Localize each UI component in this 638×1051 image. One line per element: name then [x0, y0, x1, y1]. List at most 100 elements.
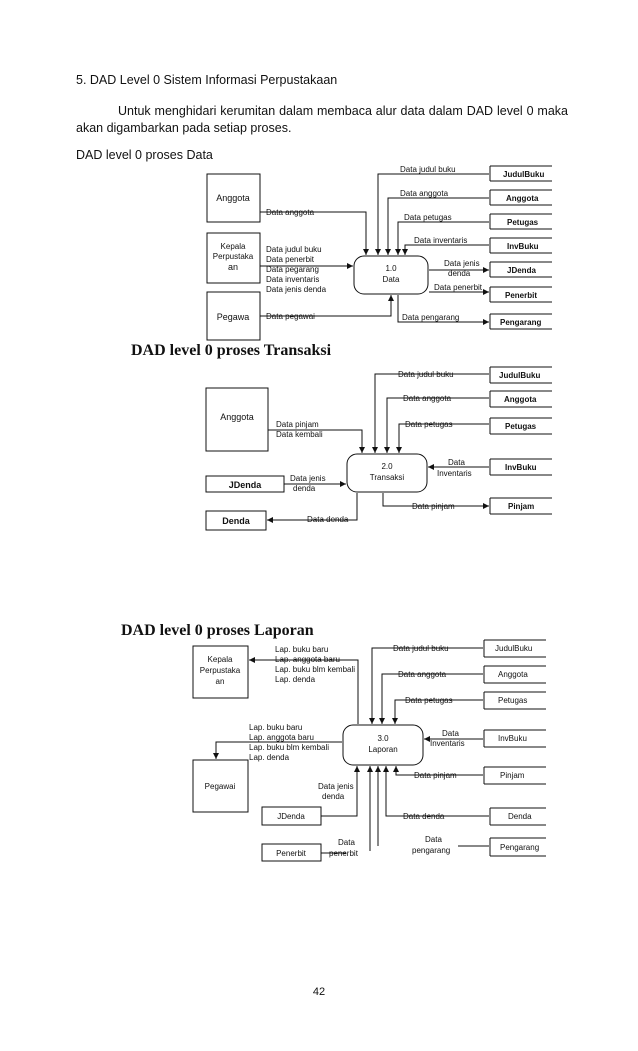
- d2-flow-anggota-2: Data kembali: [276, 430, 323, 439]
- d1-flow-petugas: Data petugas: [404, 213, 452, 222]
- d3-flow-pegawai-4: Lap. denda: [249, 753, 290, 762]
- d2-flow-anggota-s: Data anggota: [403, 394, 452, 403]
- d3-flow-denda: Data denda: [403, 812, 445, 821]
- d3-process-num: 3.0: [377, 734, 389, 743]
- d2-store-judulbuku: JudulBuku: [499, 371, 540, 380]
- diagram-labels: Anggota Kepala Perpustaka an Pegawa 1.0 …: [200, 165, 545, 858]
- store-pinjam-2: [489, 497, 552, 515]
- d2-flow-jdenda-2: denda: [293, 484, 316, 493]
- d1-flow-inv: Data inventaris: [414, 236, 467, 245]
- d1-store-penerbit: Penerbit: [505, 291, 537, 300]
- d3-flow-pengarang-2: pengarang: [412, 846, 450, 855]
- diagram2: [205, 366, 552, 531]
- d3-entity-kepala-l2: Perpustaka: [200, 666, 241, 675]
- d1-flow-pengarang: Data pengarang: [402, 313, 459, 322]
- section-heading: 5. DAD Level 0 Sistem Informasi Perpusta…: [76, 73, 338, 87]
- d3-flow-judul: Data judul buku: [393, 644, 449, 653]
- entity-kepala-1: [206, 232, 261, 284]
- d3-flow-kepala-1: Lap. buku baru: [275, 645, 328, 654]
- d2-store-petugas: Petugas: [505, 422, 537, 431]
- store-judulbuku-3: [483, 639, 546, 658]
- d3-entity-pegawai: Pegawai: [205, 782, 236, 791]
- store-invbuku-3: [483, 729, 546, 748]
- d3-flow-kepala-4: Lap. denda: [275, 675, 316, 684]
- diagram2-title: DAD level 0 proses Transaksi: [131, 342, 332, 359]
- process-3-0: [342, 724, 424, 766]
- d3-process-name: Laporan: [368, 745, 397, 754]
- d1-store-jdenda: JDenda: [507, 266, 536, 275]
- d1-flow-kepala-5: Data jenis denda: [266, 285, 327, 294]
- d2-store-invbuku: InvBuku: [505, 463, 537, 472]
- entity-kepala-3: [192, 645, 249, 699]
- store-anggota-3: [483, 665, 546, 684]
- d1-flow-penerbit: Data penerbit: [434, 283, 483, 292]
- d3-flow-penerbit-2: penerbit: [329, 849, 359, 858]
- store-invbuku-2: [489, 458, 552, 476]
- intro-paragraph: Untuk menghidari kerumitan dalam membaca…: [76, 104, 568, 135]
- d2-flow-judul: Data judul buku: [398, 370, 454, 379]
- store-anggota-1: [489, 189, 552, 206]
- store-judulbuku-1: [489, 165, 552, 182]
- d3-store-anggota: Anggota: [498, 670, 528, 679]
- store-jdenda-1: [489, 261, 552, 278]
- d1-flow-kepala-1: Data judul buku: [266, 245, 322, 254]
- d1-flow-pegawai: Data pegawai: [266, 312, 315, 321]
- d3-flow-inv-2: Inventaris: [430, 739, 465, 748]
- store-petugas-3: [483, 691, 546, 710]
- d3-flow-jdenda-2: denda: [322, 792, 345, 801]
- d1-flow-kepala-4: Data inventaris: [266, 275, 319, 284]
- d1-flow-kepala-2: Data penerbit: [266, 255, 315, 264]
- d3-flow-pinjam: Data pinjam: [414, 771, 457, 780]
- diagram1: [206, 165, 552, 341]
- d1-flow-anggota-s: Data anggota: [400, 189, 449, 198]
- d3-flow-pegawai-3: Lap. buku blm kembali: [249, 743, 329, 752]
- d1-entity-kepala-l2: Perpustaka: [213, 252, 254, 261]
- d3-entity-kepala-l1: Kepala: [208, 655, 233, 664]
- entity-pegawai-3: [192, 759, 249, 813]
- store-invbuku-1: [489, 237, 552, 254]
- diagram3-title: DAD level 0 proses Laporan: [121, 622, 314, 639]
- page-number: 42: [312, 986, 326, 998]
- d3-flow-kepala-2: Lap. anggota baru: [275, 655, 340, 664]
- d2-process-num: 2.0: [381, 462, 393, 471]
- d2-flow-petugas: Data petugas: [405, 420, 453, 429]
- d1-entity-anggota: Anggota: [216, 193, 250, 203]
- d1-process-name: Data: [383, 275, 400, 284]
- d1-store-judulbuku: JudulBuku: [503, 170, 544, 179]
- store-anggota-2: [489, 390, 552, 408]
- d3-entity-penerbit: Penerbit: [276, 849, 307, 858]
- d1-store-pengarang: Pengarang: [500, 318, 541, 327]
- d2-entity-anggota: Anggota: [220, 412, 254, 422]
- d2-entity-jdenda: JDenda: [229, 480, 263, 490]
- d3-store-denda: Denda: [508, 812, 532, 821]
- entity-denda-2: [205, 510, 267, 531]
- d1-store-anggota: Anggota: [506, 194, 539, 203]
- d2-flow-anggota-1: Data pinjam: [276, 420, 319, 429]
- d3-flow-pengarang-1: Data: [425, 835, 442, 844]
- d1-entity-kepala-l1: Kepala: [221, 242, 246, 251]
- subheading-data: DAD level 0 proses Data: [76, 148, 213, 162]
- process-1-0: [353, 255, 429, 295]
- d3-flow-penerbit-1: Data: [338, 838, 355, 847]
- d1-process-num: 1.0: [385, 264, 397, 273]
- d2-store-pinjam: Pinjam: [508, 502, 534, 511]
- d1-flow-jdenda-2: denda: [448, 269, 471, 278]
- d1-flow-kepala-3: Data pegarang: [266, 265, 319, 274]
- d3-store-petugas: Petugas: [498, 696, 527, 705]
- store-petugas-2: [489, 417, 552, 435]
- d3-flow-anggota-s: Data anggota: [398, 670, 447, 679]
- d1-store-petugas: Petugas: [507, 218, 539, 227]
- d3-flow-petugas: Data petugas: [405, 696, 453, 705]
- d1-entity-pegawa: Pegawa: [217, 312, 250, 322]
- store-denda-3: [489, 807, 546, 826]
- process-2-0: [346, 453, 428, 493]
- store-pengarang-1: [489, 313, 552, 330]
- d3-flow-jdenda-1: Data jenis: [318, 782, 354, 791]
- d2-store-anggota: Anggota: [504, 395, 537, 404]
- d3-store-pengarang: Pengarang: [500, 843, 539, 852]
- d3-entity-kepala-l3: an: [216, 677, 225, 686]
- d2-flow-jdenda-1: Data jenis: [290, 474, 326, 483]
- store-judulbuku-2: [489, 366, 552, 384]
- d2-flow-inv-1: Data: [448, 458, 465, 467]
- entity-anggota-2: [205, 387, 269, 452]
